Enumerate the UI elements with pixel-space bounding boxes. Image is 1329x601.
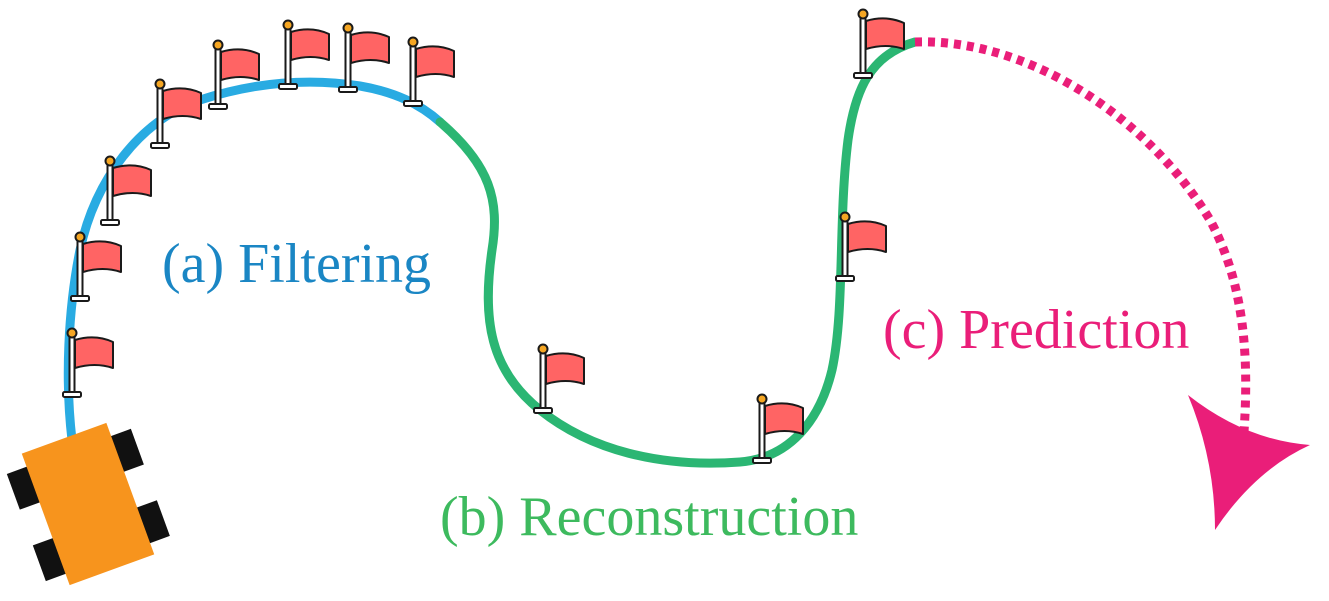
car-icon	[6, 422, 170, 586]
flag-icon	[752, 393, 804, 464]
flag-icon	[150, 78, 202, 149]
flag-icon	[70, 231, 122, 302]
flag-icon	[835, 211, 887, 282]
flag-icon	[533, 343, 585, 414]
prediction-path	[914, 37, 1251, 446]
flag-icon	[853, 8, 905, 79]
reconstruction-label: (b) Reconstruction	[440, 486, 858, 548]
flag-icon	[100, 155, 152, 226]
arrowhead-icon	[1188, 395, 1310, 530]
flag-icon	[403, 36, 455, 107]
flag-icon	[208, 39, 260, 110]
car-body	[21, 422, 155, 586]
flag-icon	[278, 19, 330, 90]
filtering-label: (a) Filtering	[162, 233, 431, 295]
prediction-label: (c) Prediction	[883, 299, 1189, 361]
flag-icon	[338, 22, 390, 93]
flags-group	[62, 8, 905, 464]
flag-icon	[62, 327, 114, 398]
reconstruction-path	[435, 37, 920, 468]
